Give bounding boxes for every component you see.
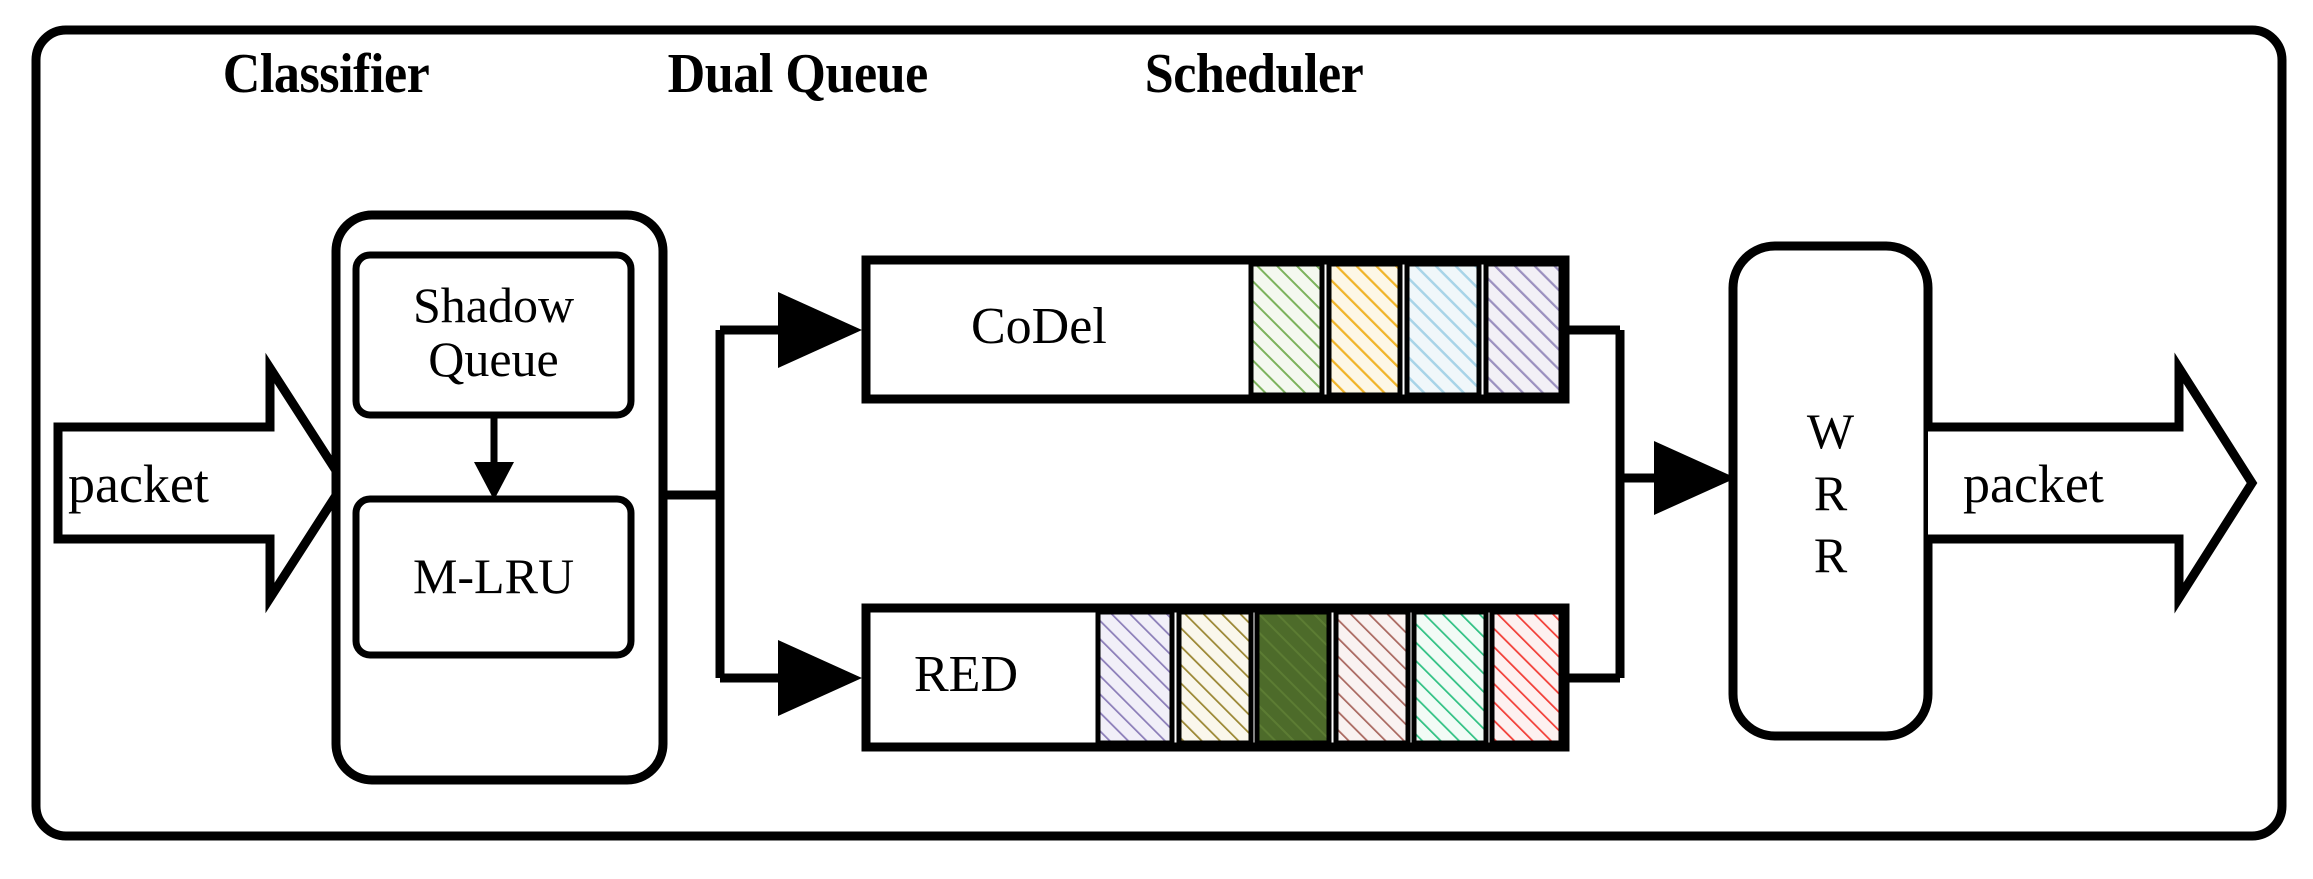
red-cell-1: [1095, 609, 1175, 746]
codel-cell-1: [1248, 261, 1325, 398]
codel-cell-4: [1483, 261, 1564, 398]
outer-frame: [31, 25, 2287, 841]
codel-cell-2: [1326, 261, 1403, 398]
red-cell-2: [1176, 609, 1254, 746]
red-cell-4: [1333, 609, 1411, 746]
output-packet-label: packet: [1963, 454, 2104, 514]
red-cell-6: [1489, 609, 1564, 746]
input-packet-label: packet: [68, 454, 209, 514]
red-cell-3: [1254, 609, 1332, 746]
codel-queue-label: CoDel: [971, 298, 1107, 355]
section-title-dual-queue: Dual Queue: [667, 43, 929, 105]
shadow-queue-label: Shadow Queue: [412, 277, 575, 387]
red-inbound-arrowhead: [778, 640, 862, 716]
input-packet-arrow: [53, 352, 350, 614]
section-title-scheduler: Scheduler: [1144, 43, 1364, 105]
wrr-inbound-arrowhead: [1654, 441, 1736, 515]
section-title-classifier: Classifier: [222, 43, 430, 105]
shadow-to-mlru-arrowhead: [474, 462, 514, 500]
m-lru-label: M-LRU: [412, 548, 575, 604]
red-cell-5: [1411, 609, 1489, 746]
codel-inbound-arrowhead: [778, 292, 862, 368]
wrr-label: W R R: [1806, 403, 1855, 583]
output-packet-arrow: [1928, 352, 2258, 614]
red-queue-label: RED: [914, 646, 1018, 703]
codel-cell-3: [1404, 261, 1482, 398]
